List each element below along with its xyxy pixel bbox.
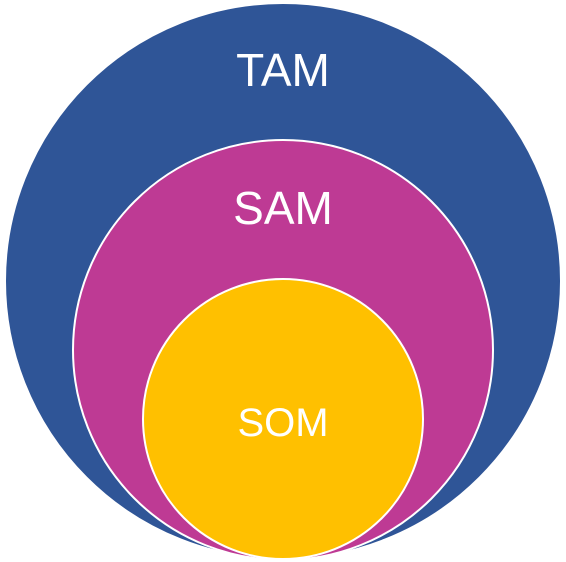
tam-label: TAM [236, 44, 330, 96]
som-circle [142, 278, 424, 560]
sam-label: SAM [233, 182, 333, 234]
som-label: SOM [237, 401, 328, 445]
